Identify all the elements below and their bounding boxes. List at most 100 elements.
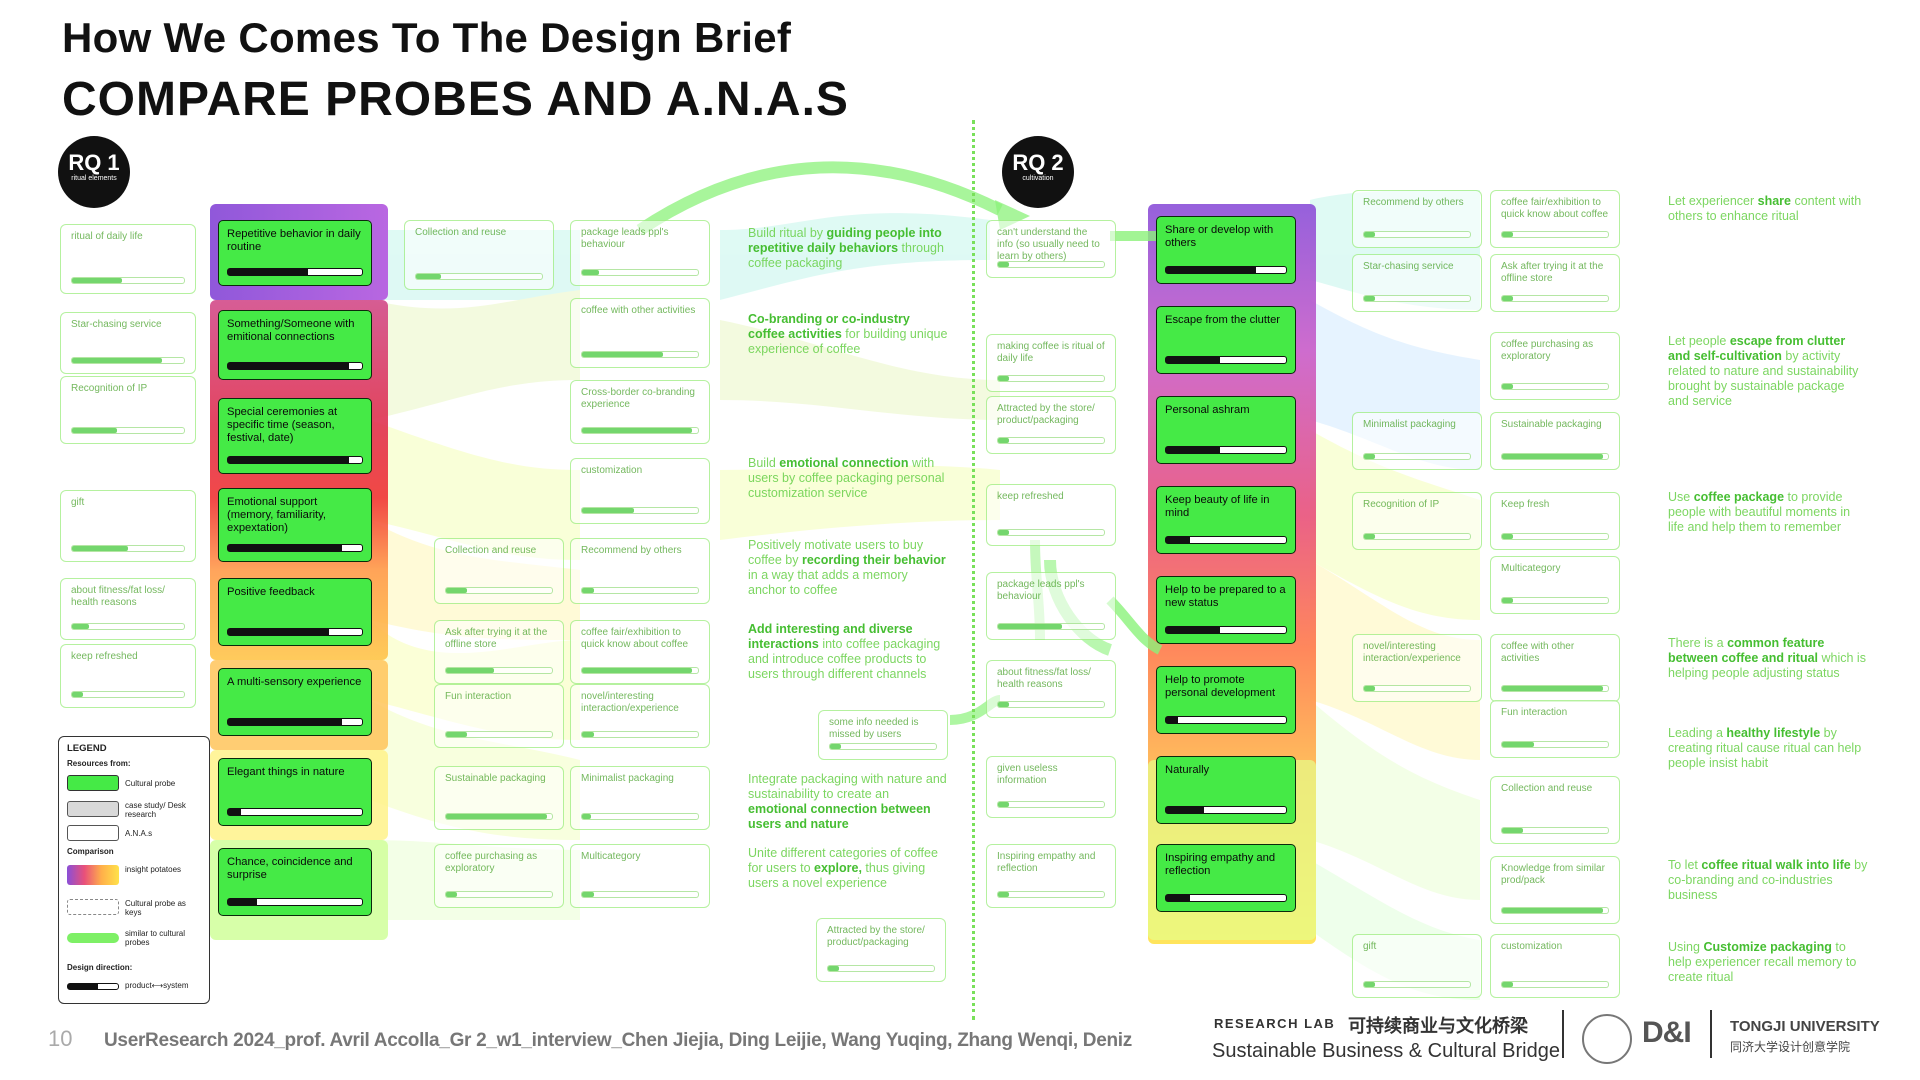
anas-card-level-bar bbox=[1363, 685, 1471, 692]
rq1-label: RQ 1 bbox=[68, 150, 120, 175]
anas-card-label: Ask after trying it at the offline store bbox=[445, 627, 548, 650]
anas-card-label: Fun interaction bbox=[445, 691, 512, 702]
anas-card-label: Star-chasing service bbox=[71, 319, 162, 330]
anas-card: coffee purchasing as exploratory bbox=[1490, 332, 1620, 400]
anas-card-level-bar bbox=[1363, 295, 1471, 302]
anas-card-label: Attracted by the store/ product/packagin… bbox=[997, 403, 1095, 426]
legend-comparison: Comparison bbox=[67, 847, 114, 856]
probe-card: Escape from the clutter bbox=[1156, 306, 1296, 374]
anas-card-level-bar bbox=[1501, 741, 1609, 748]
anas-card-level-bar bbox=[1501, 295, 1609, 302]
anas-card: Cross-border co-branding experience bbox=[570, 380, 710, 444]
anas-card-label: novel/interesting interaction/experience bbox=[581, 691, 679, 714]
probe-card: Help to promote personal development bbox=[1156, 666, 1296, 734]
anas-card-label: keep refreshed bbox=[71, 651, 138, 662]
probe-card-level-bar bbox=[227, 808, 363, 816]
anas-card: Knowledge from similar prod/pack bbox=[1490, 856, 1620, 924]
anas-card-level-bar bbox=[1501, 597, 1609, 604]
anas-card-label: Multicategory bbox=[581, 851, 641, 862]
anas-card-label: coffee purchasing as exploratory bbox=[1501, 339, 1594, 362]
probe-card-level-bar bbox=[1165, 806, 1287, 814]
probe-card-label: Repetitive behavior in daily routine bbox=[227, 228, 361, 253]
anas-card: Fun interaction bbox=[1490, 700, 1620, 758]
anas-card-label: Fun interaction bbox=[1501, 707, 1568, 718]
anas-card: Recommend by others bbox=[570, 538, 710, 604]
insight-text: Build ritual by guiding people into repe… bbox=[748, 226, 944, 270]
anas-card-level-bar bbox=[71, 427, 185, 434]
probe-card-label: Emotional support (memory, familiarity, … bbox=[227, 496, 327, 534]
university-cn: 同济大学设计创意学院 bbox=[1730, 1040, 1851, 1054]
anas-card-level-bar bbox=[1363, 453, 1471, 460]
anas-card-level-bar bbox=[71, 545, 185, 552]
anas-card-level-bar bbox=[1501, 533, 1609, 540]
probe-card-level-bar bbox=[227, 544, 363, 552]
legend: LEGEND Resources from: Cultural probe ca… bbox=[58, 736, 210, 1004]
probe-card: Special ceremonies at specific time (sea… bbox=[218, 398, 372, 474]
anas-card-label: customization bbox=[1501, 941, 1563, 952]
anas-card: novel/interesting interaction/experience bbox=[1352, 634, 1482, 702]
anas-card-label: gift bbox=[71, 497, 85, 508]
probe-card-level-bar bbox=[1165, 894, 1287, 902]
anas-card-label: gift bbox=[1363, 941, 1377, 952]
probe-card-label: Inspiring empathy and reflection bbox=[1165, 852, 1276, 877]
legend-swatch-keys bbox=[67, 899, 119, 915]
probe-card: Positive feedback bbox=[218, 578, 372, 646]
insight-gradient-rq1 bbox=[210, 300, 388, 660]
probe-card: Share or develop with others bbox=[1156, 216, 1296, 284]
anas-card: Collection and reuse bbox=[1490, 776, 1620, 844]
insight-text: Unite different categories of coffee for… bbox=[748, 846, 938, 890]
probe-card: Repetitive behavior in daily routine bbox=[218, 220, 372, 286]
probe-card-label: Escape from the clutter bbox=[1165, 314, 1281, 326]
rq1-sub: ritual elements bbox=[71, 175, 117, 182]
footer-divider-2 bbox=[1710, 1010, 1712, 1058]
insight-text: Using Customize packaging to help experi… bbox=[1668, 940, 1857, 984]
insight-text: Let experiencer share content with other… bbox=[1668, 194, 1862, 223]
anas-card-level-bar bbox=[1501, 685, 1609, 692]
probe-card-label: Personal ashram bbox=[1165, 404, 1250, 416]
anas-card: coffee fair/exhibition to quick know abo… bbox=[1490, 190, 1620, 248]
anas-card-level-bar bbox=[1363, 981, 1471, 988]
anas-card: Minimalist packaging bbox=[570, 766, 710, 830]
probe-card-level-bar bbox=[227, 362, 363, 370]
insight-text: To let coffee ritual walk into life by c… bbox=[1668, 858, 1868, 902]
legend-product-system: product⟷system bbox=[125, 981, 189, 990]
anas-card-level-bar bbox=[445, 813, 553, 820]
probe-card-level-bar bbox=[227, 456, 363, 464]
anas-card-level-bar bbox=[997, 261, 1105, 268]
probe-card-level-bar bbox=[1165, 446, 1287, 454]
probe-card-label: Special ceremonies at specific time (sea… bbox=[227, 406, 338, 444]
page-number: 10 bbox=[48, 1026, 73, 1051]
anas-card: Star-chasing service bbox=[1352, 254, 1482, 312]
insight-text: Add interesting and diverse interactions… bbox=[748, 622, 941, 681]
legend-swatch-similar bbox=[67, 933, 119, 943]
anas-card-level-bar bbox=[1501, 383, 1609, 390]
anas-card-label: Collection and reuse bbox=[1501, 783, 1593, 794]
anas-card-level-bar bbox=[1363, 231, 1471, 238]
anas-card-label: Keep fresh bbox=[1501, 499, 1550, 510]
legend-swatch-probe bbox=[67, 775, 119, 791]
anas-card: Keep fresh bbox=[1490, 492, 1620, 550]
anas-card-level-bar bbox=[581, 351, 699, 358]
anas-card-label: coffee fair/exhibition to quick know abo… bbox=[1501, 197, 1609, 220]
anas-card-label: Ask after trying it at the offline store bbox=[1501, 261, 1604, 284]
probe-card: Inspiring empathy and reflection bbox=[1156, 844, 1296, 912]
anas-card: about fitness/fat loss/ health reasons bbox=[986, 660, 1116, 718]
anas-card-level-bar bbox=[71, 623, 185, 630]
anas-card: package leads ppl's behaviour bbox=[570, 220, 710, 286]
anas-card: keep refreshed bbox=[986, 484, 1116, 546]
anas-card-level-bar bbox=[445, 587, 553, 594]
legend-swatch-insight bbox=[67, 865, 119, 885]
probe-card-level-bar bbox=[1165, 716, 1287, 724]
page-subtitle: How We Comes To The Design Brief bbox=[62, 14, 792, 61]
anas-card: Fun interaction bbox=[434, 684, 564, 748]
anas-card-label: package leads ppl's behaviour bbox=[997, 579, 1085, 602]
probe-card-label: Something/Someone with emitional connect… bbox=[227, 318, 355, 343]
probe-card-level-bar bbox=[227, 628, 363, 636]
anas-card-level-bar bbox=[997, 375, 1105, 382]
anas-card-label: coffee with other activities bbox=[1501, 641, 1575, 664]
anas-card-label: Inspiring empathy and reflection bbox=[997, 851, 1096, 874]
anas-card-level-bar bbox=[997, 801, 1105, 808]
anas-card: customization bbox=[1490, 934, 1620, 998]
anas-card-label: about fitness/fat loss/ health reasons bbox=[71, 585, 165, 608]
anas-card-label: Collection and reuse bbox=[415, 227, 507, 238]
